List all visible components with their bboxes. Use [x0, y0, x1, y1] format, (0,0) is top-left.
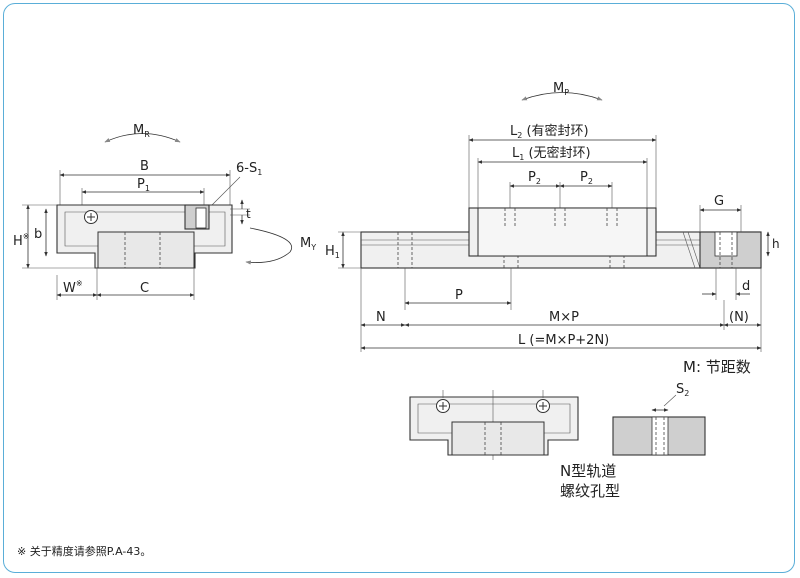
h-label: H※: [13, 232, 29, 249]
mp-label: MP: [553, 81, 569, 97]
n-type-view: S2 N型轨道 螺纹孔型: [409, 382, 706, 500]
h1-label: H1: [325, 244, 340, 260]
n-paren-label: (N): [729, 310, 749, 325]
p2-left-label: P2: [528, 170, 541, 186]
n-label: N: [376, 310, 386, 325]
mr-label: MR: [133, 123, 150, 139]
figure-frame: [3, 3, 795, 573]
s1-thread-label: 6-S1: [236, 161, 262, 177]
s2-label: S2: [676, 382, 689, 398]
g-label: G: [714, 194, 724, 209]
m-pitch-note: M: 节距数: [683, 358, 751, 376]
mxp-label: M×P: [549, 310, 579, 325]
l2-label: L2 (有密封环): [510, 123, 589, 140]
my-label: MY: [300, 236, 316, 252]
end-view: MR B P1 6-S1 t H※: [13, 123, 316, 300]
p2-right-label: P2: [580, 170, 593, 186]
b-height-label: b: [34, 227, 42, 242]
n-type-subtitle: 螺纹孔型: [560, 482, 620, 500]
l1-label: L1 (无密封环): [512, 145, 591, 162]
n-type-title: N型轨道: [560, 462, 616, 480]
h-small-label: h: [772, 237, 780, 251]
mr-rotation-arrow: [104, 133, 181, 143]
p1-label: P1: [137, 177, 150, 193]
b-width-label: B: [140, 159, 149, 174]
l-total-label: L (=M×P+2N): [518, 333, 609, 348]
p-pitch-label: P: [455, 288, 463, 303]
n-rail-section: [451, 421, 545, 456]
t-label: t: [246, 207, 251, 221]
d-label: d: [742, 279, 750, 294]
my-rotation-arrow: [245, 227, 292, 265]
rail-section: [97, 231, 195, 269]
w-label: W※: [63, 279, 83, 296]
c-label: C: [140, 281, 149, 296]
side-view: MP L2 (有密封环) L1 (无密封环) P2 P2: [325, 81, 780, 376]
mp-rotation-arrow: [521, 92, 603, 101]
footnote: ※ 关于精度请参照P.A-43。: [17, 544, 151, 558]
